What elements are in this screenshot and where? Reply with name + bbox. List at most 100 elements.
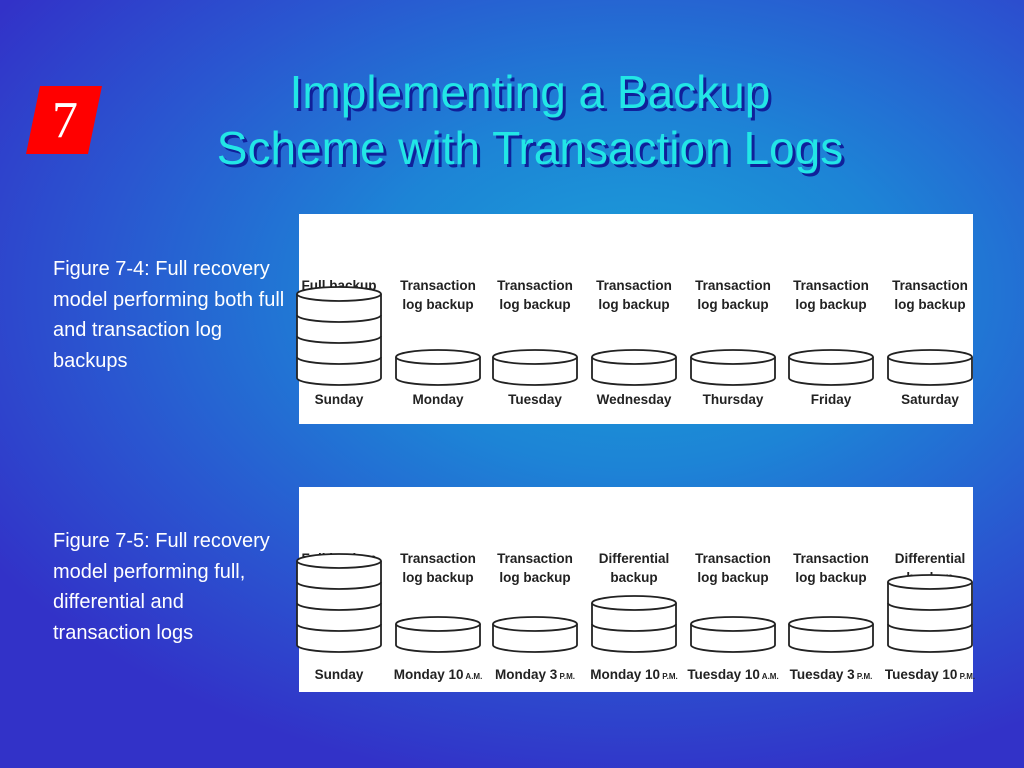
backup-time-suffix: P.M. [557,672,575,681]
database-disk-icon [296,286,382,386]
backup-day-text: Monday [412,392,464,407]
backup-day-label: Sunday [289,392,389,407]
backup-day-label: Tuesday 10 P.M. [880,667,980,682]
figure-7-4-caption: Figure 7-4: Full recovery model performi… [53,258,285,372]
title-line-2: Scheme with Transaction Logs [216,122,844,174]
backup-type-label-line: log backup [697,570,769,585]
backup-type-label-line: log backup [795,570,867,585]
badge-parallelogram [26,86,102,154]
backup-type-label: Transaction log backup [388,549,488,587]
chapter-badge: 7 [26,86,102,154]
backup-time-suffix: A.M. [759,672,779,681]
backup-type-label: Differential backup [584,549,684,587]
backup-time-suffix: A.M. [463,672,483,681]
backup-type-label-line: Transaction [596,278,672,293]
backup-day-label: Wednesday [584,392,684,407]
backup-type-label-line: log backup [894,297,966,312]
backup-type-label-line: Transaction [695,278,771,293]
backup-type-label-line: log backup [499,570,571,585]
backup-day-text: Sunday [314,392,364,407]
database-disk-icon [788,616,874,653]
backup-day-label: Monday 10 A.M. [388,667,488,682]
backup-type-label: Transaction log backup [880,276,980,314]
database-disk-icon [492,616,578,653]
backup-day-text: Friday [810,392,852,407]
backup-type-label: Transaction log backup [683,276,783,314]
backup-type-label-line: Transaction [695,551,771,566]
backup-day-text: Tuesday 3 [789,667,855,682]
database-disk-icon [492,349,578,386]
title-line-1: Implementing a Backup [289,66,771,118]
database-disk-icon [591,595,677,653]
backup-type-label-line: Transaction [497,278,573,293]
backup-type-label-line: Differential [894,551,966,566]
database-disk-icon [395,349,481,386]
backup-type-label: Transaction log backup [781,549,881,587]
backup-time-suffix: P.M. [854,672,873,681]
backup-type-label-line: backup [610,570,658,585]
backup-day-label: Thursday [683,392,783,407]
backup-type-label-line: Transaction [793,551,869,566]
backup-type-label: Transaction log backup [584,276,684,314]
backup-type-label-line: log backup [795,297,867,312]
backup-day-label: Monday [388,392,488,407]
backup-type-label-line: Transaction [400,551,476,566]
backup-day-label: Tuesday [485,392,585,407]
backup-day-label: Sunday [289,667,389,682]
backup-type-label-line: log backup [697,297,769,312]
backup-day-text: Tuesday 10 [687,667,760,682]
database-disk-icon [395,616,481,653]
backup-day-text: Tuesday 10 [884,667,958,682]
database-disk-icon [887,349,973,386]
backup-type-label-line: log backup [499,297,571,312]
backup-type-label: Transaction log backup [388,276,488,314]
backup-type-label-line: Transaction [400,278,476,293]
backup-day-text: Tuesday [508,392,562,407]
backup-type-label: Transaction log backup [485,549,585,587]
backup-type-label: Transaction log backup [485,276,585,314]
database-disk-icon [591,349,677,386]
backup-day-text: Monday 10 [393,667,464,682]
backup-type-label-line: log backup [598,297,670,312]
backup-time-suffix: P.M. [660,672,678,681]
database-disk-icon [690,349,776,386]
backup-time-suffix: P.M. [957,672,976,681]
backup-type-label-line: log backup [402,570,474,585]
backup-type-label-line: Transaction [497,551,573,566]
backup-day-text: Monday 3 [495,667,558,682]
backup-day-text: Saturday [901,392,959,407]
backup-day-label: Tuesday 10 A.M. [683,667,783,682]
backup-day-label: Friday [781,392,881,407]
figure-7-5-caption: Figure 7-5: Full recovery model performi… [53,530,270,644]
backup-day-text: Wednesday [596,392,672,407]
database-disk-icon [690,616,776,653]
backup-day-label: Monday 10 P.M. [584,667,684,682]
database-disk-icon [296,553,382,653]
backup-column: DifferentialbackupTuesday 10 P.M. [880,487,980,692]
backup-type-label-line: Differential [598,551,670,566]
backup-day-text: Monday 10 [590,667,661,682]
backup-day-label: Saturday [880,392,980,407]
backup-type-label-line: log backup [402,297,474,312]
slide-title: Implementing a Backup Scheme with Transa… [110,64,950,176]
backup-type-label-line: Transaction [892,278,968,293]
backup-type-label-line: Transaction [793,278,869,293]
backup-day-label: Tuesday 3 P.M. [781,667,881,682]
backup-type-label: Transaction log backup [781,276,881,314]
backup-day-text: Sunday [314,667,364,682]
badge-number: 7 [52,91,78,149]
